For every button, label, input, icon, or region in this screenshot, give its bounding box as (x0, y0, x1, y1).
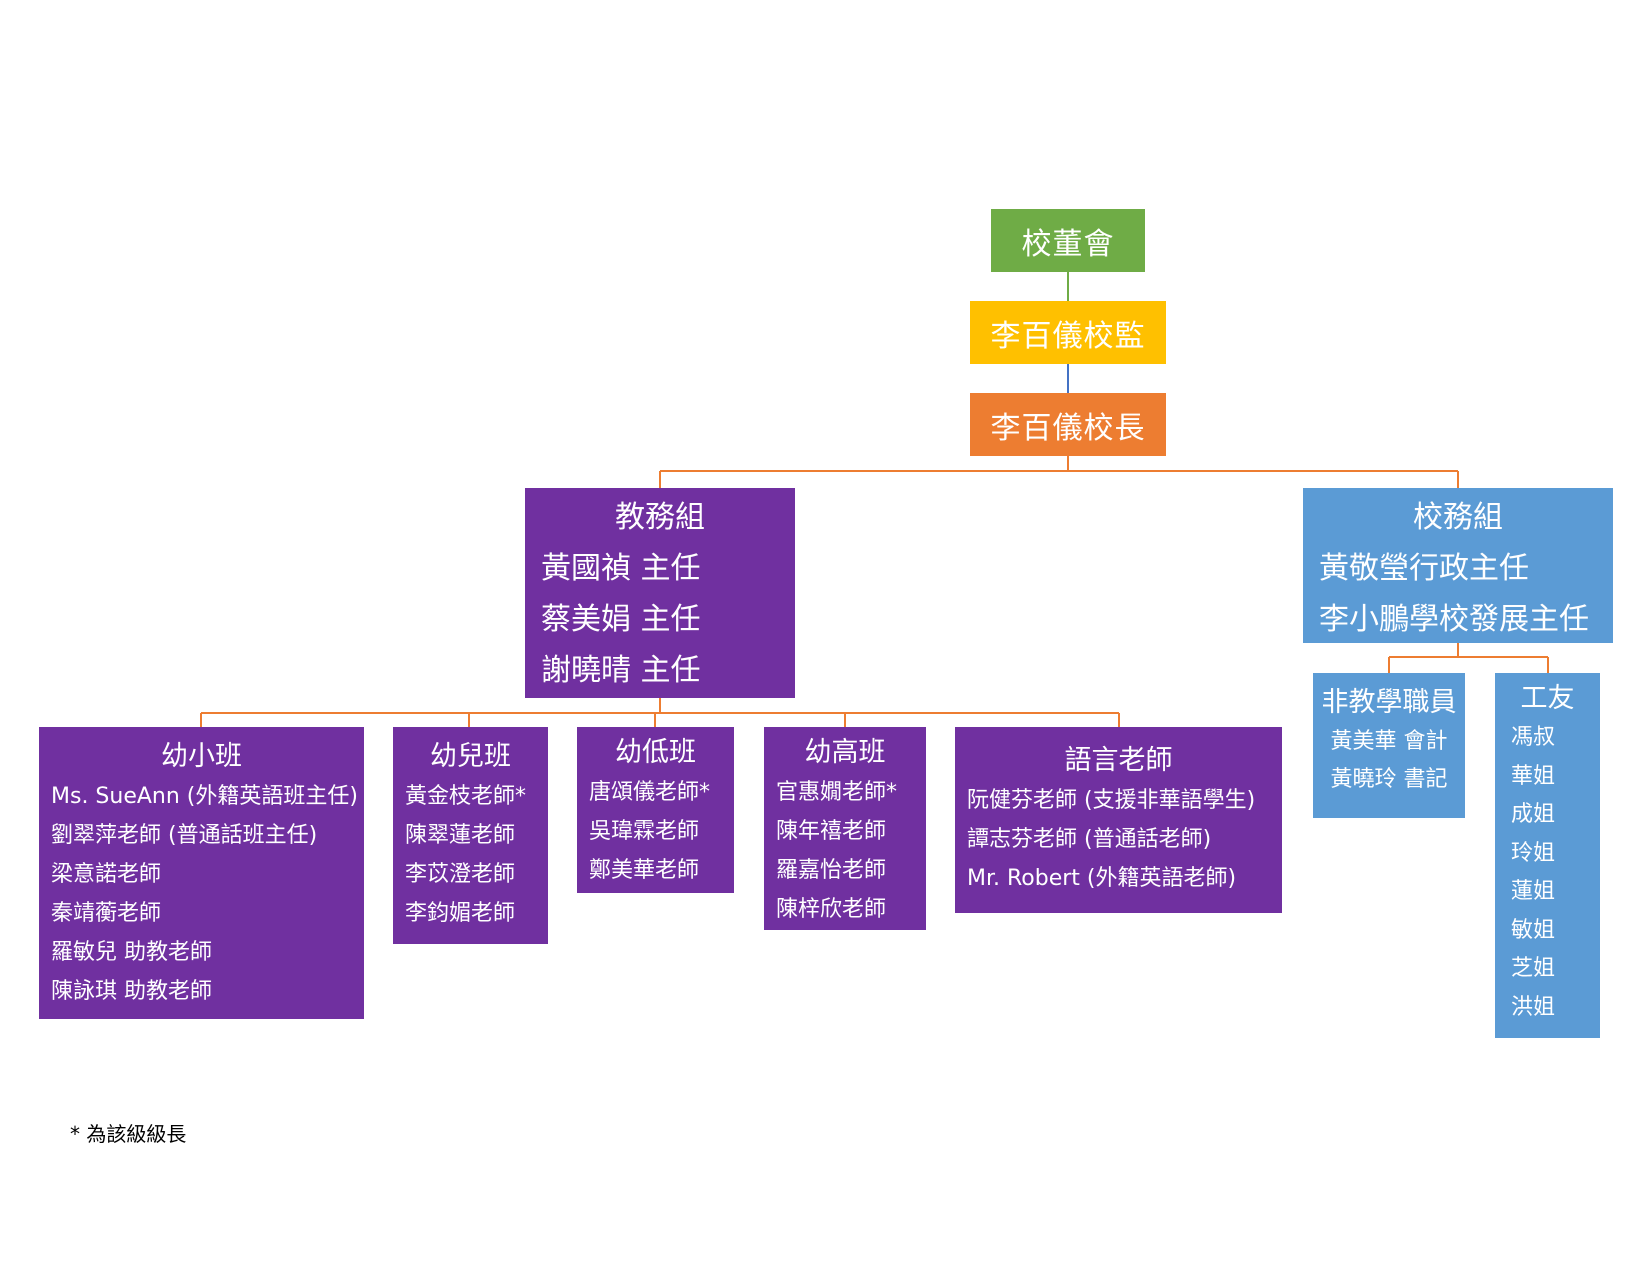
admin-box: 校務組 黃敬瑩行政主任 李小鵬學校發展主任 (1303, 488, 1613, 643)
nursery-member: 劉翠萍老師 (普通話班主任) (51, 823, 318, 848)
nonteaching-member: 黃美華 會計 (1330, 729, 1448, 754)
academic-title: 教務組 (615, 500, 705, 535)
principal-box: 李百儀校長 (970, 393, 1166, 456)
connector-principal-branches (659, 456, 1459, 488)
workers-member: 敏姐 (1511, 917, 1556, 943)
workers-member: 華姐 (1511, 763, 1556, 789)
nursery-member: 羅敏兒 助教老師 (51, 940, 212, 965)
k2-member: 吳瑋霖老師 (589, 819, 700, 844)
language-member: 譚志芬老師 (普通話老師) (967, 827, 1212, 852)
workers-member: 成姐 (1511, 802, 1556, 827)
workers-member: 玲姐 (1511, 840, 1556, 866)
supervisor-box: 李百儀校監 (970, 301, 1166, 364)
language-box: 語言老師 阮健芬老師 (支援非華語學生) 譚志芬老師 (普通話老師) Mr. R… (955, 727, 1282, 913)
academic-member: 黃國禎 主任 (541, 551, 701, 586)
supervisor-title: 李百儀校監 (990, 318, 1146, 354)
k1-box: 幼兒班 黃金枝老師* 陳翠蓮老師 李苡澄老師 李鈞媚老師 (393, 727, 548, 944)
k1-member: 李鈞媚老師 (405, 901, 516, 926)
nonteaching-box: 非教學職員 黃美華 會計 黃曉玲 書記 (1313, 673, 1465, 818)
board-box: 校董會 (991, 209, 1145, 272)
k2-box: 幼低班 唐頌儀老師* 吳瑋霖老師 鄭美華老師 (577, 727, 734, 893)
workers-box: 工友 馮叔 華姐 成姐 玲姐 蓮姐 敏姐 芝姐 洪姐 (1495, 673, 1600, 1038)
nonteaching-title: 非教學職員 (1321, 687, 1457, 718)
footnote: * 為該級級長 (70, 1122, 187, 1146)
k1-member: 黃金枝老師* (405, 784, 527, 809)
k3-member: 陳梓欣老師 (776, 897, 887, 922)
academic-member: 謝曉晴 主任 (541, 653, 701, 688)
k1-member: 陳翠蓮老師 (405, 823, 516, 848)
admin-member: 黃敬瑩行政主任 (1319, 551, 1529, 586)
admin-member: 李小鵬學校發展主任 (1319, 602, 1589, 637)
k3-title: 幼高班 (804, 737, 886, 768)
k3-member: 羅嘉怡老師 (776, 858, 887, 883)
k3-box: 幼高班 官惠嫺老師* 陳年禧老師 羅嘉怡老師 陳梓欣老師 (764, 727, 926, 930)
k2-member: 唐頌儀老師* (589, 780, 711, 805)
academic-box: 教務組 黃國禎 主任 蔡美娟 主任 謝曉晴 主任 (525, 488, 795, 698)
k2-member: 鄭美華老師 (589, 858, 700, 883)
workers-member: 蓮姐 (1511, 879, 1556, 904)
language-title: 語言老師 (1064, 745, 1173, 776)
connector-academic-classes (200, 698, 1120, 727)
nonteaching-member: 黃曉玲 書記 (1330, 767, 1448, 792)
k1-title: 幼兒班 (430, 741, 511, 772)
k2-title: 幼低班 (615, 737, 696, 768)
nursery-member: 梁意諾老師 (51, 862, 162, 887)
connector-admin-staff (1388, 643, 1549, 673)
nursery-member: 秦靖蘅老師 (51, 901, 162, 926)
principal-title: 李百儀校長 (990, 410, 1146, 446)
nursery-member: 陳詠琪 助教老師 (51, 979, 212, 1004)
admin-title: 校務組 (1413, 500, 1503, 535)
nursery-title: 幼小班 (161, 741, 242, 772)
language-member: Mr. Robert (外籍英語老師) (967, 866, 1237, 891)
academic-member: 蔡美娟 主任 (541, 602, 701, 637)
workers-member: 芝姐 (1511, 956, 1556, 981)
workers-member: 馮叔 (1511, 725, 1556, 750)
workers-member: 洪姐 (1511, 994, 1556, 1020)
nursery-member: Ms. SueAnn (外籍英語班主任) (51, 784, 358, 809)
language-member: 阮健芬老師 (支援非華語學生) (967, 788, 1256, 813)
k3-member: 官惠嫺老師* (776, 780, 898, 805)
workers-title: 工友 (1520, 683, 1575, 714)
k1-member: 李苡澄老師 (405, 862, 516, 887)
k3-member: 陳年禧老師 (776, 819, 887, 844)
board-title: 校董會 (1021, 226, 1115, 262)
nursery-box: 幼小班 Ms. SueAnn (外籍英語班主任) 劉翠萍老師 (普通話班主任) … (39, 727, 364, 1019)
